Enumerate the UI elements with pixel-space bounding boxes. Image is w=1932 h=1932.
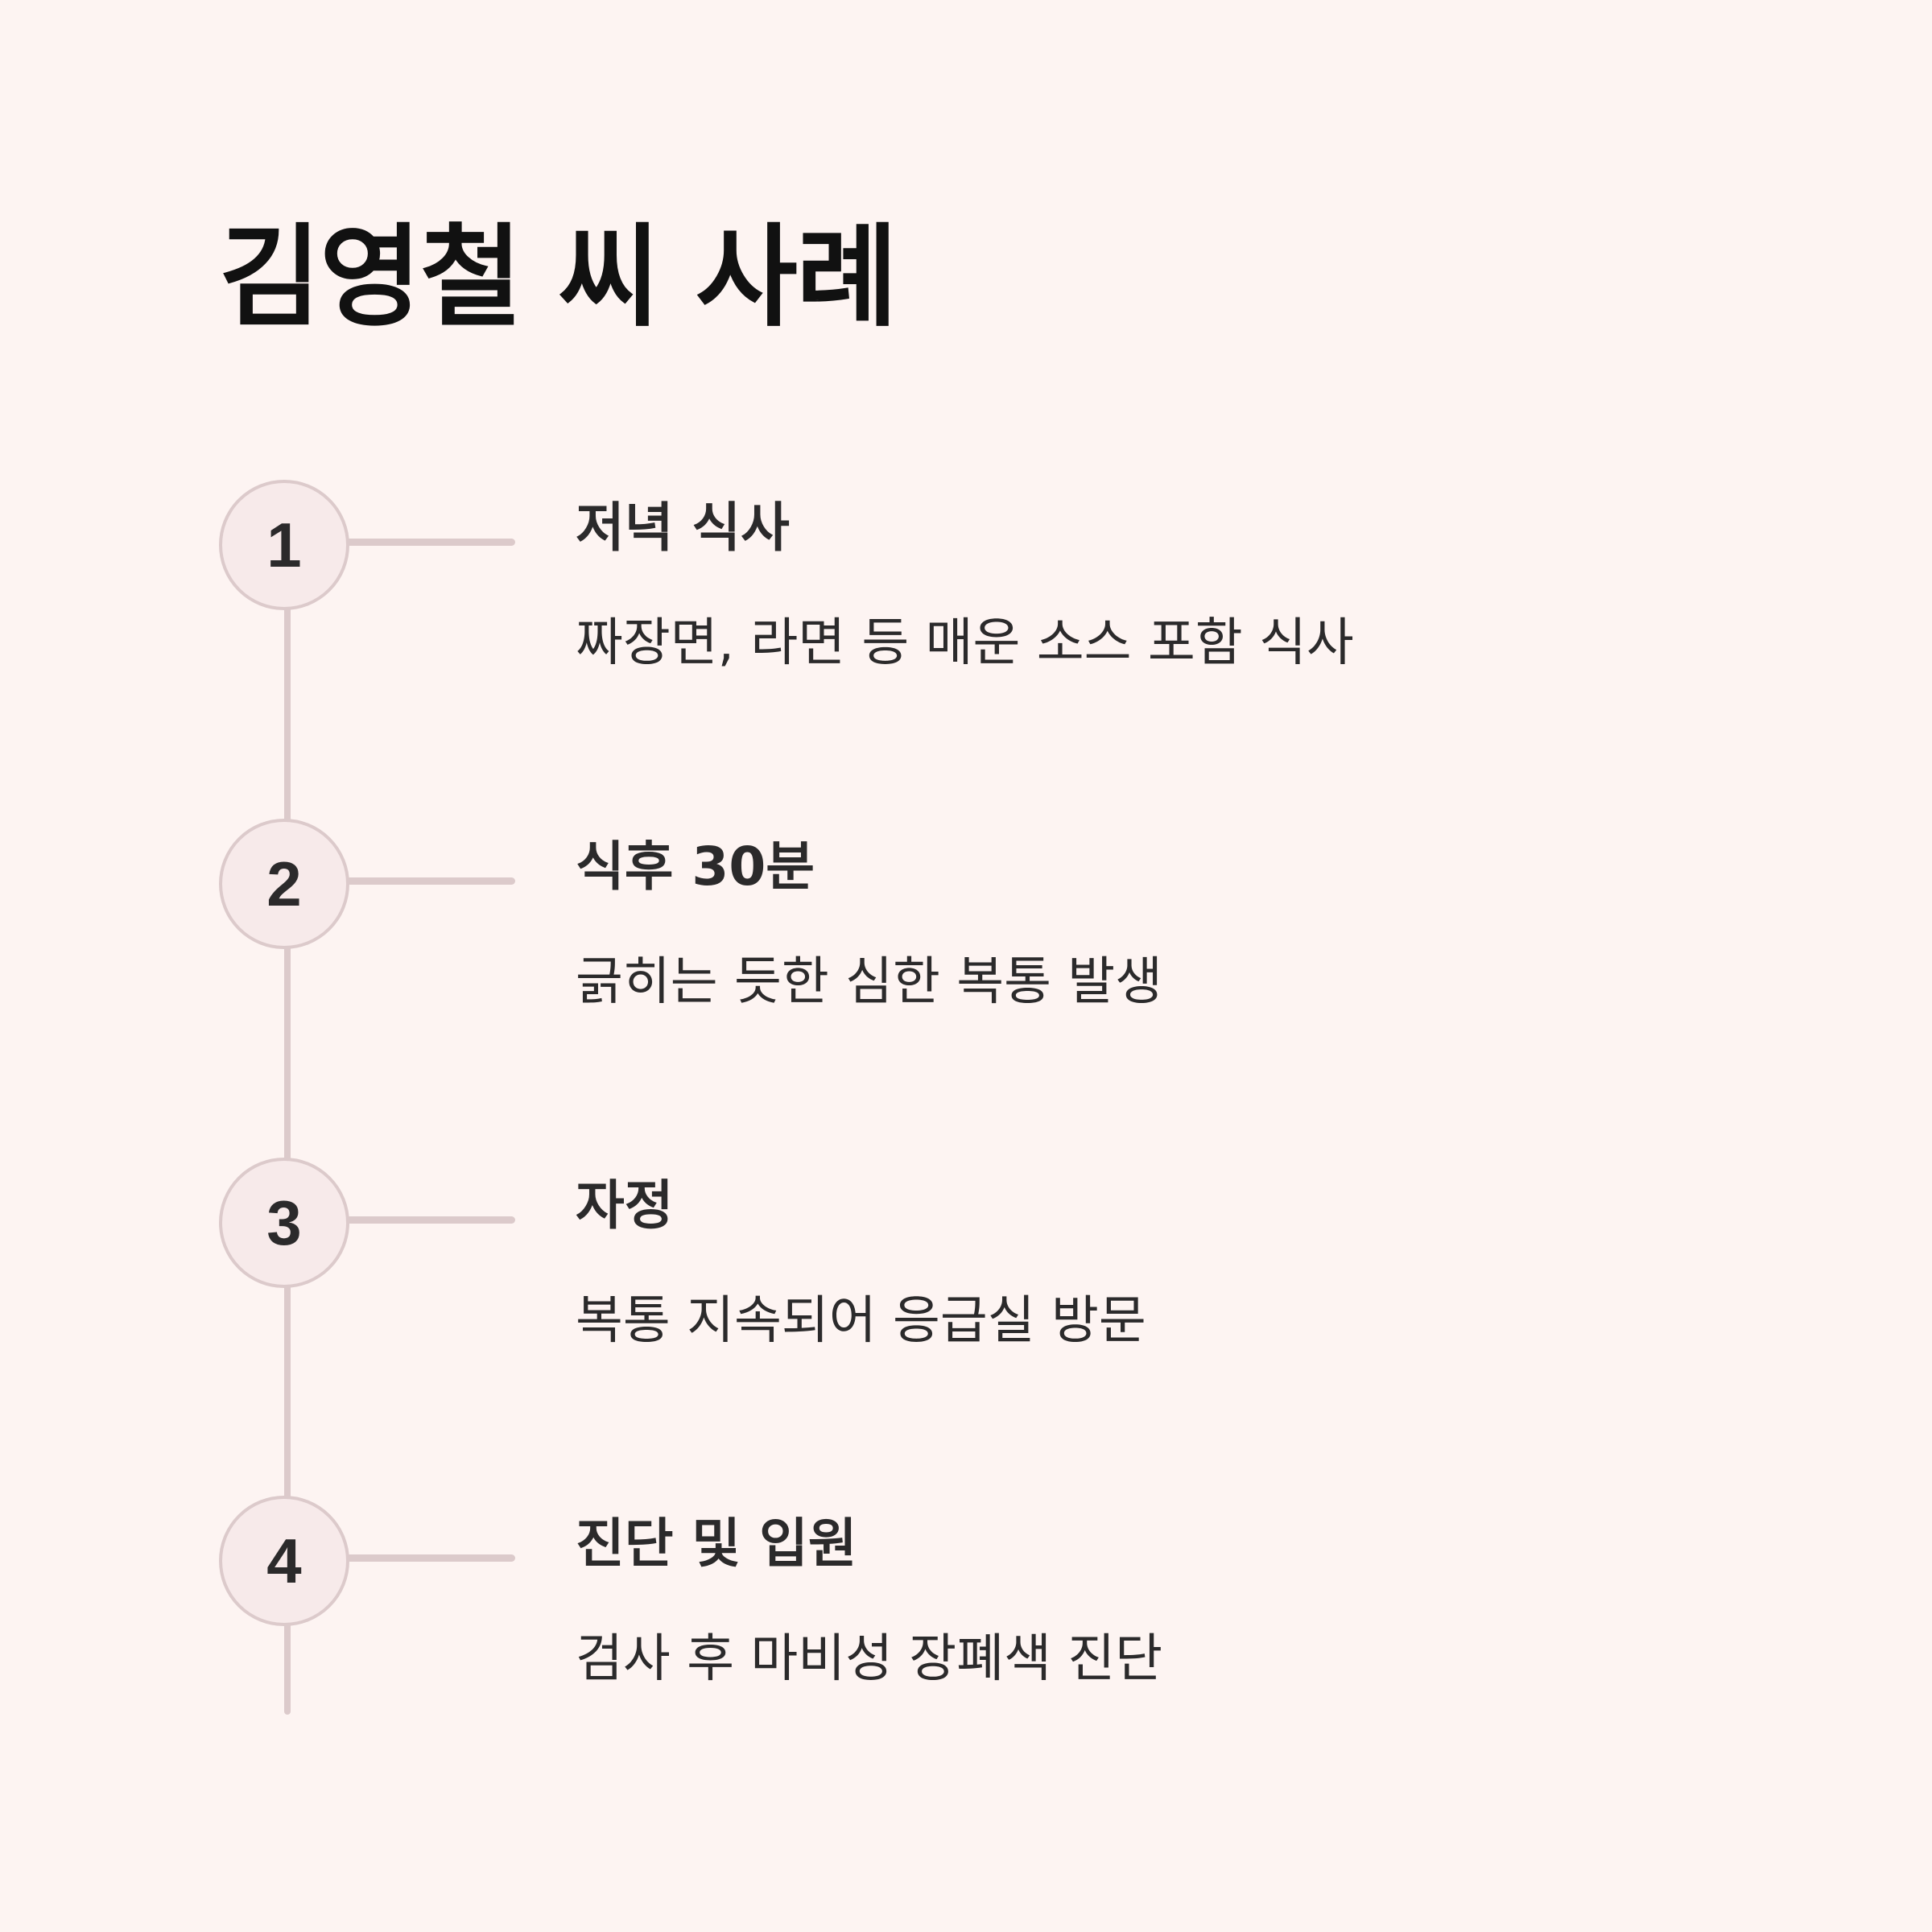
step-number-badge: 3 [219, 1158, 349, 1288]
timeline-step: 2 식후 30분 긁히는 듯한 심한 복통 발생 [0, 819, 1932, 1157]
step-description: 복통 지속되어 응급실 방문 [576, 1291, 1146, 1351]
step-title: 진단 및 입원 [576, 1513, 857, 1575]
step-connector [346, 877, 515, 885]
step-description: 긁히는 듯한 심한 복통 발생 [576, 952, 1163, 1012]
timeline-step: 1 저녁 식사 짜장면, 라면 등 매운 소스 포함 식사 [0, 480, 1932, 818]
step-title: 저녁 식사 [576, 497, 790, 559]
step-connector [346, 1216, 515, 1224]
timeline-step: 4 진단 및 입원 검사 후 마비성 장폐색 진단 [0, 1496, 1932, 1834]
step-title: 식후 30분 [576, 836, 815, 898]
step-description: 검사 후 마비성 장폐색 진단 [576, 1629, 1163, 1689]
step-number-badge: 2 [219, 819, 349, 949]
page-title: 김영철 씨 사례 [219, 213, 898, 342]
step-connector [346, 1554, 515, 1562]
timeline-step: 3 자정 복통 지속되어 응급실 방문 [0, 1158, 1932, 1496]
step-description: 짜장면, 라면 등 매운 소스 포함 식사 [576, 613, 1354, 673]
step-title: 자정 [576, 1174, 674, 1236]
step-connector [346, 539, 515, 546]
step-number-badge: 1 [219, 480, 349, 610]
timeline-line [284, 543, 291, 1715]
step-number-badge: 4 [219, 1496, 349, 1626]
